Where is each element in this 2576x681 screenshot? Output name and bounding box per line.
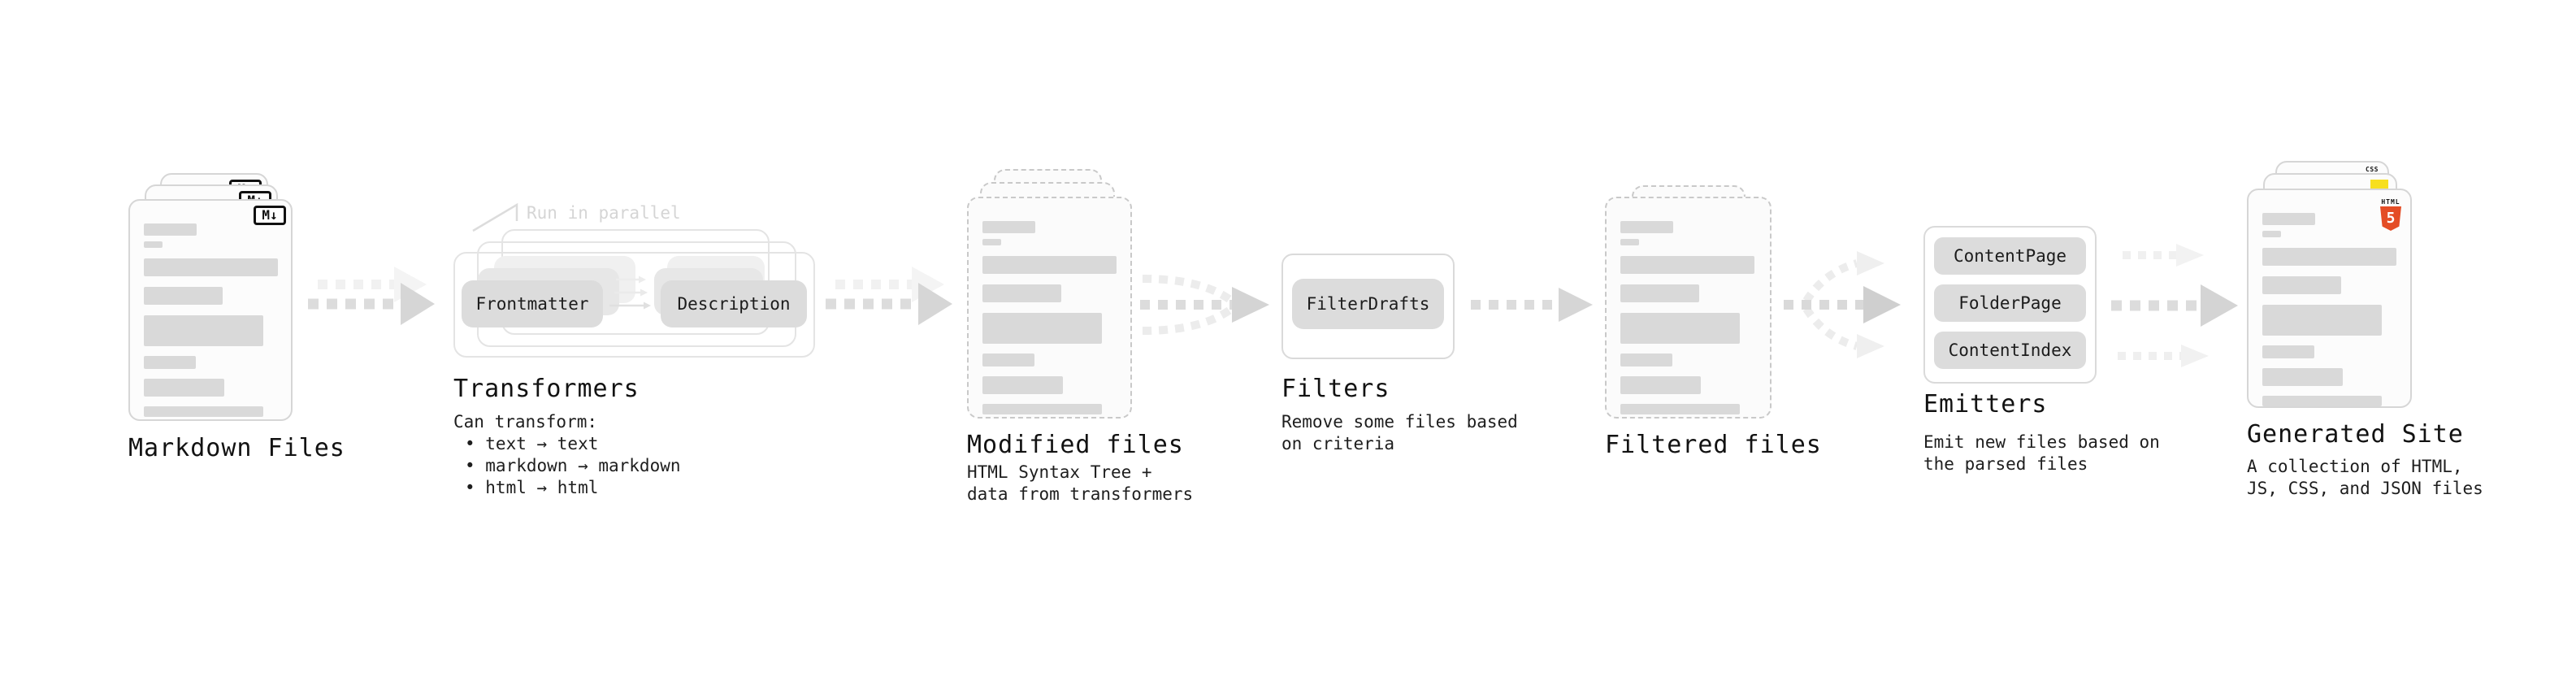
placeholder-bar <box>1620 404 1740 414</box>
placeholder-bar <box>982 313 1102 344</box>
filters-desc-2: on criteria <box>1281 434 1395 453</box>
markdown-file-card-front: M↓ <box>128 199 293 421</box>
placeholder-bar <box>982 239 1001 245</box>
placeholder-bar <box>982 221 1035 233</box>
placeholder-bar <box>1620 239 1639 245</box>
flow-arrow-split-filtered-to-emitters <box>1784 251 1901 358</box>
placeholder-bar <box>144 287 223 305</box>
run-in-parallel-annotation: Run in parallel <box>527 203 681 223</box>
markdown-files-label: Markdown Files <box>128 434 345 462</box>
generated-file-card-front: HTML 5 <box>2247 189 2412 408</box>
html5-icon: HTML 5 <box>2379 198 2402 231</box>
emitters-container: ContentPage FolderPage ContentIndex <box>1923 226 2097 384</box>
placeholder-bar <box>1620 284 1699 302</box>
transformers-bullet-3: • html → html <box>465 478 599 497</box>
placeholder-bar <box>982 404 1102 414</box>
placeholder-bar <box>2262 396 2382 406</box>
markdown-icon: M↓ <box>254 206 286 225</box>
filterdrafts-pill: FilterDrafts <box>1292 279 1444 329</box>
flow-arrow-transformers-to-modified <box>826 267 952 325</box>
filters-desc-1: Remove some files based <box>1281 412 1518 432</box>
modified-files-desc-2: data from transformers <box>967 484 1194 504</box>
placeholder-bar <box>2262 368 2343 386</box>
flow-arrow-markdown-to-transformers <box>308 267 435 325</box>
filtered-file-card-front <box>1605 197 1772 419</box>
placeholder-bar <box>144 406 263 417</box>
flow-arrow-merge-modified-to-filters <box>1140 275 1269 335</box>
parallel-arrows-icon <box>609 275 651 310</box>
contentpage-pill: ContentPage <box>1934 237 2086 275</box>
transformers-bullet-2: • markdown → markdown <box>465 456 681 475</box>
placeholder-bar <box>2262 345 2314 358</box>
frontmatter-pill: Frontmatter <box>462 280 603 327</box>
placeholder-bar <box>144 223 197 236</box>
placeholder-bar <box>982 354 1034 367</box>
placeholder-bar <box>144 379 224 397</box>
transformers-bullet-1: • text → text <box>465 434 599 453</box>
filters-label: Filters <box>1281 375 1390 403</box>
filtered-files-label: Filtered files <box>1605 431 1822 459</box>
modified-file-card-front <box>967 197 1132 419</box>
folderpage-pill: FolderPage <box>1934 284 2086 322</box>
placeholder-bar <box>2262 305 2382 336</box>
placeholder-bar <box>982 256 1117 274</box>
placeholder-bar <box>1620 354 1672 367</box>
placeholder-bar <box>144 241 163 248</box>
placeholder-bar <box>1620 376 1701 394</box>
placeholder-bar <box>144 315 263 346</box>
placeholder-bar <box>1620 256 1754 274</box>
transformers-frame-front <box>453 252 815 358</box>
flow-arrow-filters-to-filtered <box>1471 288 1593 322</box>
generated-site-desc-1: A collection of HTML, <box>2247 457 2463 476</box>
description-pill: Description <box>661 280 807 327</box>
modified-files-label: Modified files <box>967 431 1184 459</box>
flow-arrows-emitters-to-generated <box>2111 244 2238 367</box>
placeholder-bar <box>2262 248 2396 266</box>
emitters-desc-1: Emit new files based on <box>1923 432 2160 452</box>
placeholder-bar <box>1620 313 1740 344</box>
generated-site-desc-2: JS, CSS, and JSON files <box>2247 479 2483 498</box>
transformers-desc-title: Can transform: <box>453 412 598 432</box>
annotation-leader-line <box>472 202 518 232</box>
placeholder-bar <box>144 258 278 276</box>
placeholder-bar <box>144 356 196 369</box>
placeholder-bar <box>982 376 1063 394</box>
emitters-label: Emitters <box>1923 390 2048 419</box>
placeholder-bar <box>2262 231 2281 237</box>
placeholder-bar <box>982 284 1061 302</box>
modified-files-desc-1: HTML Syntax Tree + <box>967 462 1152 482</box>
placeholder-bar <box>2262 213 2315 225</box>
placeholder-bar <box>2262 276 2341 294</box>
contentindex-pill: ContentIndex <box>1934 332 2086 369</box>
emitters-desc-2: the parsed files <box>1923 454 2088 474</box>
transformers-label: Transformers <box>453 375 640 403</box>
placeholder-bar <box>1620 221 1673 233</box>
generated-site-label: Generated Site <box>2247 420 2464 449</box>
